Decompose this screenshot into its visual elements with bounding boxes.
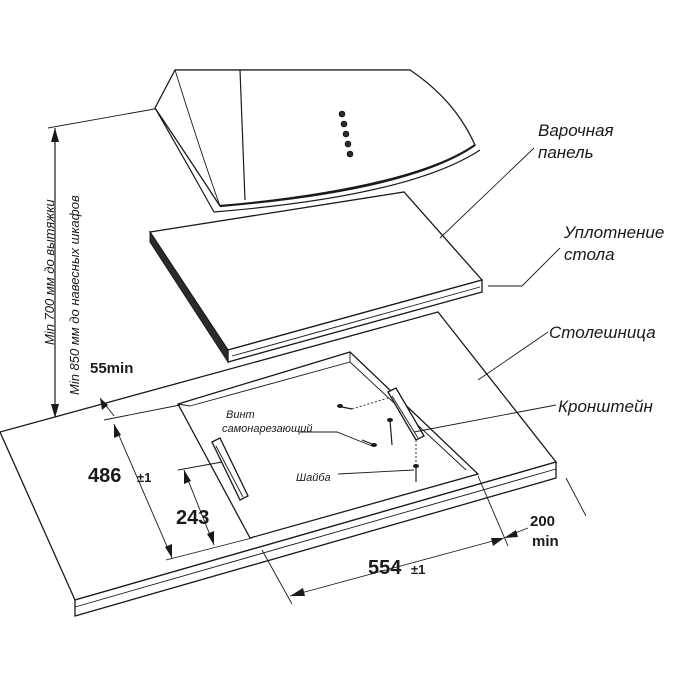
dim-width-value: 554: [368, 557, 402, 579]
screw-icon: [387, 418, 393, 446]
dim-486-arrow-top: [114, 424, 121, 438]
screw-icon: [361, 439, 377, 447]
labels: Варочная панель Уплотнение стола Столешн…: [88, 121, 664, 579]
label-countertop: Столешница: [549, 323, 656, 342]
bracket-right-fold: [391, 395, 419, 439]
countertop-edge-line: [74, 468, 557, 608]
hood-lower-edge: [213, 149, 481, 213]
label-cooktop-line1: Варочная: [538, 121, 614, 140]
label-washer: Шайба: [296, 472, 331, 484]
dim-486-extension: [165, 537, 253, 561]
dim-243-extension: [177, 461, 223, 471]
dim-554-line: [289, 537, 505, 597]
cooktop-side-edge: [149, 230, 229, 364]
height-extension-line: [47, 107, 161, 129]
dim-243-line: [183, 469, 215, 546]
bracket-right: [387, 387, 425, 441]
bracket-left: [211, 437, 249, 501]
hood-button-icon: [340, 120, 348, 128]
hood-left-edge: [154, 107, 215, 213]
label-bracket: Кронштейн: [558, 397, 653, 416]
dim-243-arrow-top: [184, 470, 191, 484]
dim-rear-gap-value: 200: [530, 513, 555, 530]
hood-front-edge: [219, 144, 476, 208]
label-seal-line1: Уплотнение: [563, 223, 664, 242]
dim-554-extension-left: [261, 549, 293, 605]
leader-cooktop: [439, 147, 535, 239]
hood-button-icon: [338, 110, 346, 118]
cutout-corner-line-left: [177, 403, 191, 407]
leader-bracket: [413, 404, 557, 433]
mounting-hardware: [211, 387, 425, 501]
bracket-left-fold: [215, 445, 244, 498]
cooktop: [148, 191, 484, 364]
leader-washer: [337, 469, 415, 475]
dim-width-tol: ±1: [411, 562, 425, 577]
height-dimension: Min 700 мм до вытяжки Min 850 мм до наве…: [42, 107, 161, 418]
washer-icon: [413, 464, 419, 482]
height-arrow-top: [51, 128, 59, 142]
range-hood: [154, 69, 481, 213]
dim-front-gap: 55min: [90, 360, 133, 377]
countertop-front-edge: [74, 461, 557, 617]
height-arrow-bottom: [51, 404, 59, 418]
screw-icon: [337, 404, 353, 410]
leader-lines: [300, 147, 561, 475]
dim-200-arrow: [504, 530, 518, 538]
countertop: [0, 311, 558, 617]
hood-button-icon: [346, 150, 354, 158]
dim-554-arrow-left: [290, 588, 305, 596]
dimension-lines: [99, 397, 587, 605]
countertop-cutout: [177, 351, 480, 539]
dim-depth-tol: ±1: [137, 470, 151, 485]
dim-55-arrow: [100, 398, 108, 410]
leader-countertop: [477, 331, 549, 381]
dim-55-extension: [103, 404, 181, 421]
dim-486-arrow-bottom: [165, 544, 172, 558]
hood-button-icon: [342, 130, 350, 138]
dim-200-extension: [565, 477, 587, 517]
label-seal-line2: стола: [564, 245, 615, 264]
dim-depth-value: 486: [88, 465, 121, 487]
dim-554-extension-right: [477, 475, 509, 547]
leader-screw: [300, 431, 373, 447]
dim-243-arrow-bottom: [207, 531, 214, 545]
leader-seal: [488, 247, 561, 287]
label-screw-line1: Винт: [226, 409, 255, 421]
hood-button-icon: [344, 140, 352, 148]
hood-body: [154, 69, 476, 207]
hood-height-label: Min 700 мм до вытяжки: [42, 199, 57, 345]
hood-inner-edge: [174, 69, 221, 207]
label-cooktop-line2: панель: [538, 143, 594, 162]
cabinet-height-label: Min 850 мм до навесных шкафов: [67, 195, 82, 395]
dim-486-line: [113, 423, 173, 559]
dim-rear-gap-unit: min: [532, 533, 559, 550]
label-screw-line2: самонарезающий: [222, 423, 313, 435]
cooktop-seal-line: [231, 286, 481, 357]
dim-bracket-offset: 243: [176, 507, 209, 529]
dim-554-arrow-right: [491, 538, 504, 546]
hood-panel-seam: [239, 69, 246, 201]
